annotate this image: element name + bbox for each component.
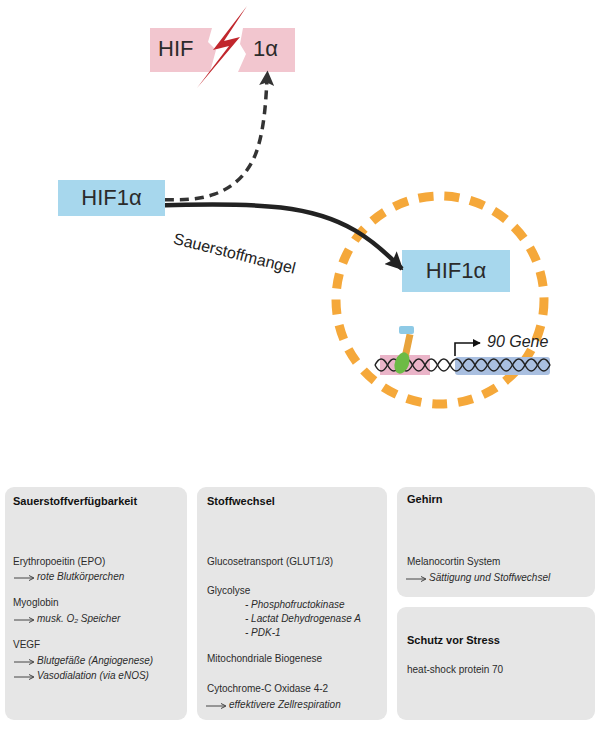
polymerase: [392, 350, 413, 375]
node-text: Melanocortin System: [407, 556, 500, 567]
node-text: Cytochrome-C Oxidase 4-2: [207, 683, 328, 694]
transcription-arrow: [455, 343, 480, 356]
node-text: Glycolyse: [207, 585, 250, 596]
category-panel: GehirnMelanocortin SystemSättigung und S…: [397, 487, 595, 597]
protein-box: HIF1α: [58, 180, 165, 216]
node-text: Mitochondriale Biogenese: [207, 653, 322, 664]
node-text: HIF1α: [426, 258, 486, 284]
edge-label: Sauerstoffmangel: [172, 230, 298, 278]
node-text: - Lactat Dehydrogenase A: [245, 613, 361, 624]
category-panel: Schutz vor Stress heat-shock protein 70: [397, 607, 595, 720]
panel-heading: Stoffwechsel: [207, 495, 275, 507]
node-text: Sättigung und Stoffwechsel: [429, 572, 550, 583]
panel-heading: Sauerstoffverfügbarkeit: [13, 495, 137, 507]
node-text: HIF1α: [81, 185, 141, 211]
translocation-arrow: [165, 205, 402, 269]
nucleus-ring: [336, 196, 544, 404]
transcription-factor-rod: [402, 334, 414, 359]
nucleus-outline: [330, 190, 550, 410]
arrow-symbol: [205, 702, 227, 710]
node-text: Blutgefäße (Angiogenese): [37, 655, 153, 666]
node-text: 1α: [253, 36, 278, 62]
degradation-arrow: [165, 72, 267, 200]
dna-strand: [375, 359, 550, 371]
transcription-factor-cap: [399, 326, 414, 334]
category-panel: StoffwechselGlucosetransport (GLUT1/3) Gl…: [197, 487, 387, 720]
broken-protein: HIF 1α: [150, 28, 295, 72]
node-text: - PDK-1: [245, 627, 281, 638]
node-text: musk. O₂ Speicher: [37, 613, 120, 624]
arrow-symbol: [13, 574, 35, 582]
node-text: Glucosetransport (GLUT1/3): [207, 556, 333, 567]
panel-heading: Schutz vor Stress: [407, 634, 500, 646]
panel-heading: Gehirn: [407, 493, 442, 505]
node-text: HIF: [158, 36, 193, 62]
arrow-symbol: [13, 658, 35, 666]
gene-region: [455, 357, 550, 375]
node-text: Myoglobin: [13, 597, 59, 608]
dna-strand: [375, 359, 550, 371]
promoter-region: [380, 355, 430, 375]
nucleus-circle: 90 Gene HIF1α: [330, 190, 550, 410]
lightning-bolt: [197, 6, 247, 88]
node-text: - Phosphofructokinase: [245, 599, 345, 610]
arrow-symbol: [13, 616, 35, 624]
protein-fragment: [238, 28, 295, 72]
node-text: heat-shock protein 70: [407, 664, 503, 675]
node-text: Erythropoeitin (EPO): [13, 556, 105, 567]
category-panel: SauerstoffverfügbarkeitErythropoeitin (E…: [5, 487, 187, 720]
protein-fragment: [150, 28, 216, 72]
node-text: VEGF: [13, 639, 40, 650]
protein-box: HIF1α: [402, 250, 510, 292]
node-text: Vasodialation (via eNOS): [37, 670, 149, 681]
arrow-symbol: [13, 673, 35, 681]
node-text: effektivere Zellrespiration: [229, 699, 341, 710]
node-text: 90 Gene: [487, 333, 548, 351]
arrow-symbol: [405, 575, 427, 583]
node-text: rote Blutkörperchen: [37, 571, 124, 582]
